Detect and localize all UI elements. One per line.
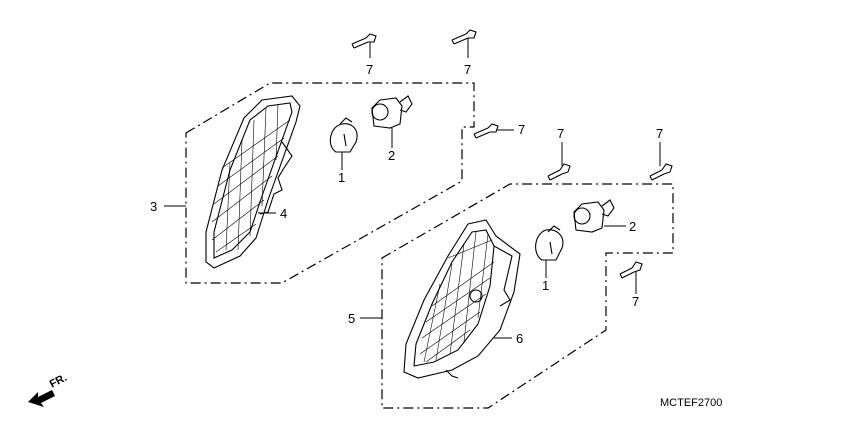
screw-top-right	[451, 29, 477, 45]
lower-assembly-boundary	[381, 183, 674, 409]
lower-socket	[573, 199, 615, 233]
screw-mid-upper	[473, 123, 499, 139]
callout-2-lower: 2	[629, 219, 636, 234]
upper-socket	[371, 95, 413, 129]
lower-turn-signal-lens	[403, 219, 521, 379]
callout-7-mid-upper: 7	[518, 122, 525, 137]
callout-7-lower-right: 7	[632, 294, 639, 309]
callout-6: 6	[516, 331, 523, 346]
diagram-code: MCTEF2700	[660, 397, 722, 409]
callout-3: 3	[150, 199, 157, 214]
callout-7-mid-left: 7	[557, 126, 564, 141]
callout-7-top-right: 7	[464, 62, 471, 77]
screw-mid-left	[547, 163, 571, 181]
lower-bulb	[535, 225, 564, 261]
screw-top-left	[351, 33, 377, 49]
upper-assembly-boundary	[185, 82, 475, 284]
callout-1-upper: 1	[338, 170, 345, 185]
callout-2-upper: 2	[388, 148, 395, 163]
callout-4: 4	[280, 206, 287, 221]
callout-5: 5	[348, 311, 355, 326]
callout-7-mid-right: 7	[656, 126, 663, 141]
direction-label: FR.	[48, 372, 69, 391]
upper-bulb	[329, 117, 358, 153]
callout-7-top-left: 7	[366, 62, 373, 77]
upper-turn-signal-lens	[205, 95, 301, 269]
screw-mid-right	[649, 163, 673, 181]
screw-lower-right	[619, 261, 643, 279]
callout-1-lower: 1	[542, 278, 549, 293]
front-direction-arrow-icon: FR.	[28, 372, 69, 407]
